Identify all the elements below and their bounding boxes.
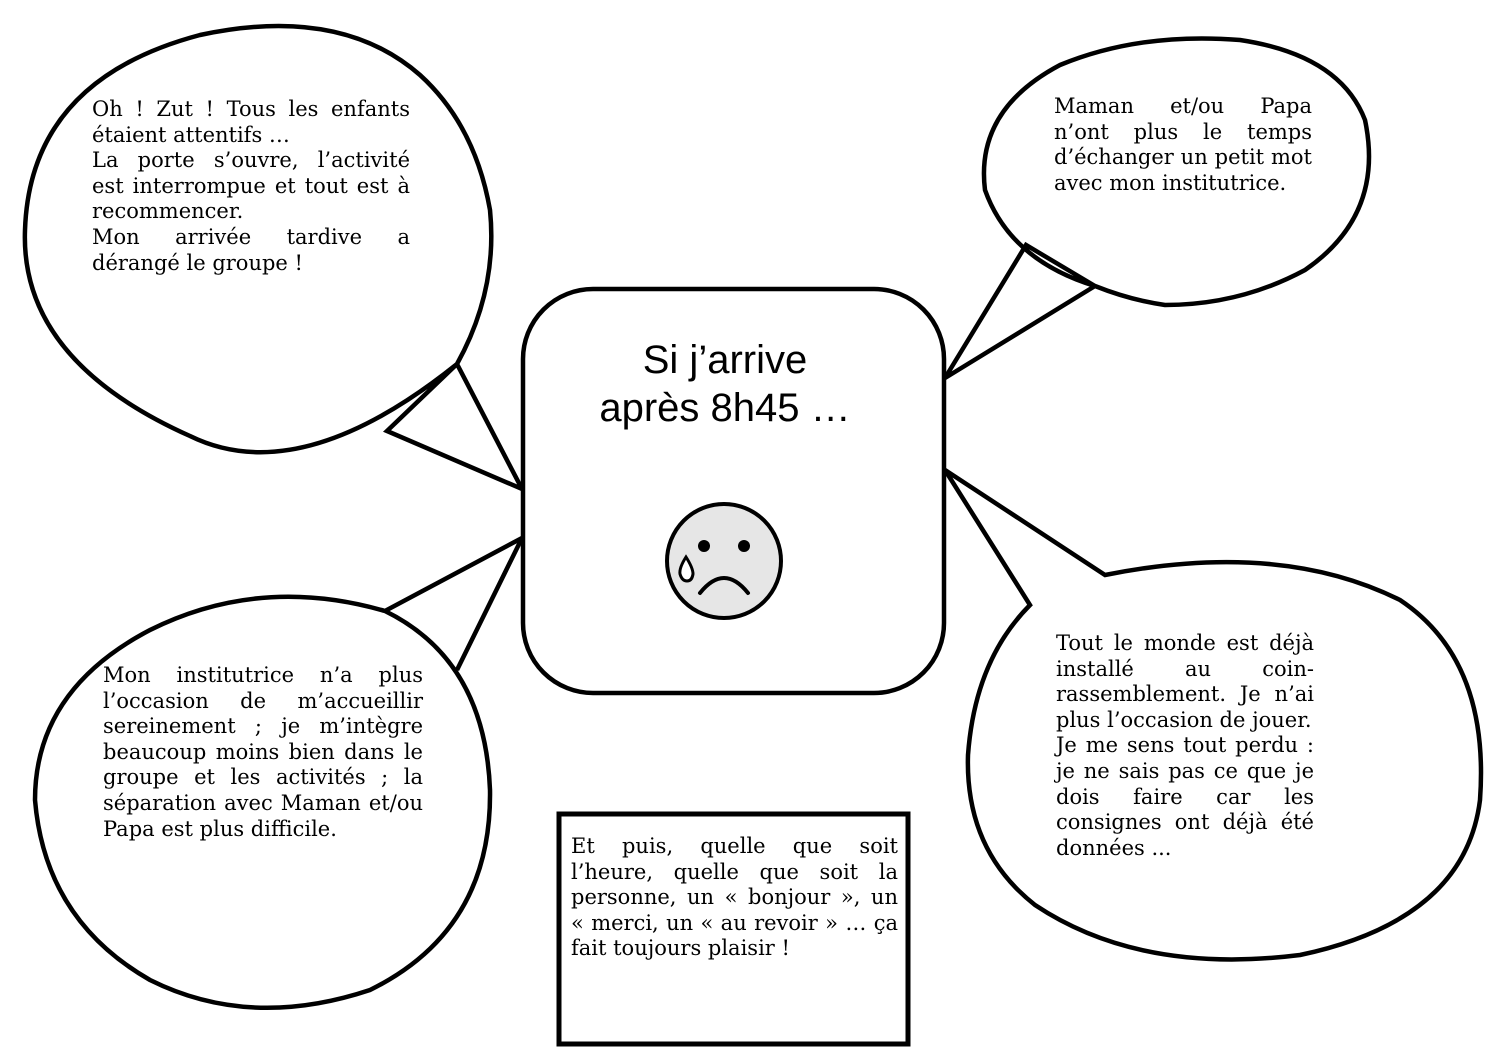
bubble-paragraph: Oh ! Zut ! Tous les enfants étaient atte… bbox=[92, 97, 410, 147]
center-title-line-1: Si j’arrive bbox=[642, 338, 808, 382]
center-title-line-2: après 8h45 … bbox=[599, 386, 851, 430]
bubble-paragraph: Maman et/ou Papa n’ont plus le temps d’é… bbox=[1054, 94, 1312, 195]
speech-bubble-bottom-left bbox=[32, 532, 528, 1011]
note-text: Et puis, quelle que soit l’heure, quelle… bbox=[571, 834, 898, 961]
bubble-text-bottom-right: Tout le monde est déjà installé au coin-… bbox=[1056, 631, 1314, 861]
center-box bbox=[520, 286, 947, 696]
crying-sad-face-icon bbox=[665, 502, 783, 620]
speech-bubble-top-right bbox=[943, 36, 1372, 380]
speech-bubble-bottom-right bbox=[943, 468, 1484, 962]
bubble-text-top-right: Maman et/ou Papa n’ont plus le temps d’é… bbox=[1054, 94, 1312, 196]
center-title: Si j’arrive après 8h45 … bbox=[560, 336, 890, 432]
bubble-paragraph: Tout le monde est déjà installé au coin-… bbox=[1056, 631, 1314, 732]
note-box bbox=[556, 811, 911, 1047]
bubble-text-top-left: Oh ! Zut ! Tous les enfants étaient atte… bbox=[92, 97, 410, 276]
bubble-paragraph: Je me sens tout perdu : je ne sais pas c… bbox=[1056, 733, 1314, 860]
bubble-text-bottom-left: Mon institutrice n’a plus l’occasion de … bbox=[103, 663, 423, 842]
bubble-paragraph: Mon arrivée tardive a dérangé le groupe … bbox=[92, 224, 410, 275]
bubble-paragraph: Mon institutrice n’a plus l’occasion de … bbox=[103, 663, 423, 841]
bubble-paragraph: La porte s’ouvre, l’activité est interro… bbox=[92, 148, 410, 224]
speech-bubble-top-left bbox=[22, 23, 527, 494]
